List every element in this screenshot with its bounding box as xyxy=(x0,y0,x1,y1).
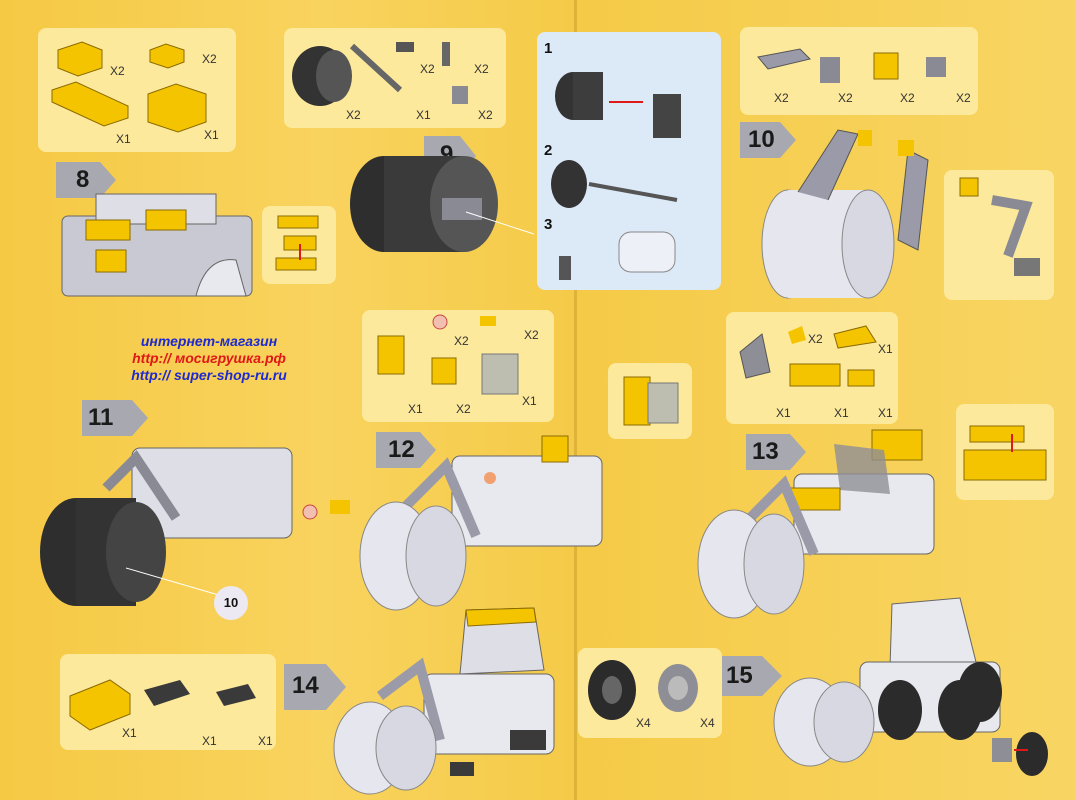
step12-number: 12 xyxy=(388,436,415,463)
step13-qty-5: X1 xyxy=(878,406,893,420)
page-fold xyxy=(574,0,577,800)
step13-number: 13 xyxy=(752,438,779,465)
step10-qty-1: X2 xyxy=(774,91,789,105)
step13-model-art xyxy=(697,429,935,619)
step10-model-art xyxy=(761,129,929,299)
step9-roller-art xyxy=(350,156,535,252)
step10-arrow-icon xyxy=(740,122,796,158)
step13-parts-box: X2 X1 X1 X1 X1 xyxy=(726,312,898,424)
step11-callout: 10 xyxy=(214,586,248,620)
step8-qty-1: X2 xyxy=(110,64,125,78)
step9-detail-box: 1 2 3 xyxy=(537,32,721,290)
step12-small-detail-art xyxy=(302,500,350,520)
step14-arrow-icon xyxy=(284,664,346,710)
step12-parts-box: X2 X2 X1 X2 X1 xyxy=(362,310,554,422)
step14-model-art xyxy=(333,607,555,795)
step10-qty-4: X2 xyxy=(956,91,971,105)
step13-detail-box xyxy=(956,404,1054,500)
step11-number: 11 xyxy=(88,404,114,431)
step12-detail-art xyxy=(623,376,679,426)
step8-qty-3: X1 xyxy=(116,132,131,146)
step9-substep-3: 3 xyxy=(544,216,553,233)
shop-link-1[interactable]: http:// мосигрушка.рф xyxy=(132,350,286,366)
step10-parts-box: X2 X2 X2 X2 xyxy=(740,27,978,115)
step8-arrow-icon xyxy=(56,162,116,198)
step13-qty-4: X1 xyxy=(834,406,849,420)
step12-qty-3: X1 xyxy=(408,402,423,416)
step14-qty-3: X1 xyxy=(258,734,273,748)
step10-detail-art xyxy=(959,177,1040,276)
step15-parts-box: X4 X4 xyxy=(578,648,722,738)
step15-arrow-icon xyxy=(722,656,782,696)
step9-substep-2: 2 xyxy=(544,142,553,159)
step10-qty-2: X2 xyxy=(838,91,853,105)
step14-qty-2: X1 xyxy=(202,734,217,748)
step11-model-art xyxy=(40,447,293,606)
step12-qty-4: X2 xyxy=(456,402,471,416)
step12-parts-art xyxy=(377,314,519,395)
step10-parts-art xyxy=(757,48,946,83)
shop-link-2[interactable]: http:// super-shop-ru.ru xyxy=(131,367,287,383)
step15-qty-2: X4 xyxy=(700,716,715,730)
step9-qty-2: X2 xyxy=(420,62,435,76)
step8-model-art xyxy=(61,193,253,297)
step13-detail-art xyxy=(963,425,1047,481)
shop-title: интернет-магазин xyxy=(140,333,278,349)
step10-qty-3: X2 xyxy=(900,91,915,105)
step8-qty-4: X1 xyxy=(204,128,219,142)
step13-parts-art xyxy=(739,325,877,387)
step13-qty-3: X1 xyxy=(776,406,791,420)
step10-detail-box xyxy=(944,170,1054,300)
step12-qty-2: X2 xyxy=(524,328,539,342)
step9-substep-1: 1 xyxy=(544,40,553,57)
step8-parts-box: X2 X2 X1 X1 xyxy=(38,28,236,152)
step8-number: 8 xyxy=(76,166,90,193)
step15-number: 15 xyxy=(726,662,753,689)
step12-model-art xyxy=(359,435,603,611)
step10-number: 10 xyxy=(748,126,775,153)
step13-arrow-icon xyxy=(746,434,806,470)
step13-qty-1: X2 xyxy=(808,332,823,346)
step12-detail-box xyxy=(608,363,692,439)
step9-detail-art xyxy=(551,72,681,280)
step14-number: 14 xyxy=(292,672,319,699)
step8-qty-2: X2 xyxy=(202,52,217,66)
shop-info: интернет-магазин http:// мосигрушка.рф h… xyxy=(104,333,314,384)
step15-qty-1: X4 xyxy=(636,716,651,730)
step13-qty-2: X1 xyxy=(878,342,893,356)
step9-qty-4: X2 xyxy=(474,62,489,76)
step8-detail-art xyxy=(275,215,319,271)
step9-parts-art xyxy=(292,42,468,106)
step9-qty-1: X2 xyxy=(346,108,361,122)
step14-parts-box: X1 X1 X1 xyxy=(60,654,276,750)
step12-qty-5: X1 xyxy=(522,394,537,408)
step14-qty-1: X1 xyxy=(122,726,137,740)
step8-detail-box xyxy=(262,206,336,284)
step9-qty-3: X1 xyxy=(416,108,431,122)
step15-model-art xyxy=(773,597,1048,776)
step9-parts-box: X2 X2 X1 X2 X2 xyxy=(284,28,506,128)
step11-arrow-icon xyxy=(82,400,148,436)
step12-arrow-icon xyxy=(376,432,436,468)
step15-parts-art xyxy=(588,660,698,720)
step8-parts-art xyxy=(51,41,207,133)
step14-parts-art xyxy=(69,679,256,731)
step9-qty-5: X2 xyxy=(478,108,493,122)
step12-qty-1: X2 xyxy=(454,334,469,348)
